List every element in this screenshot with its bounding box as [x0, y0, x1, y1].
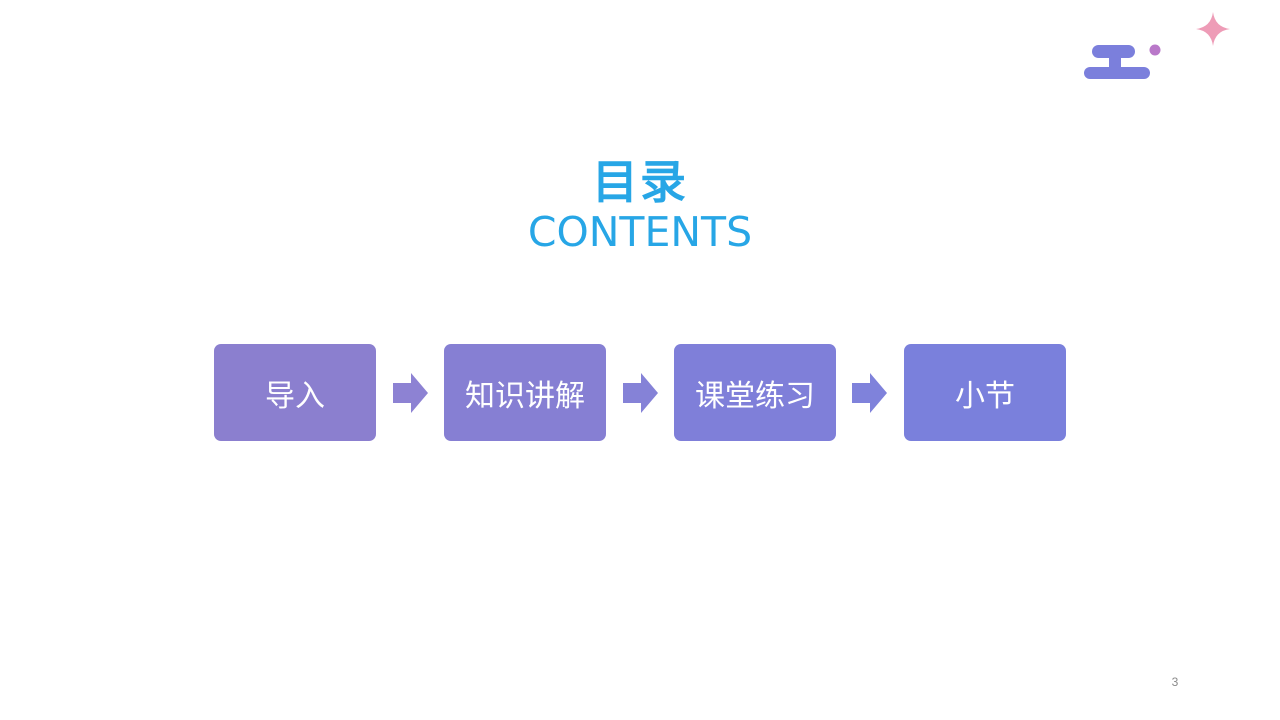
sparkle-star-icon: [1196, 12, 1230, 46]
arrow-right-icon: [623, 373, 658, 413]
step-label: 知识讲解: [465, 378, 585, 414]
page-number: 3: [1171, 675, 1179, 689]
step-intro[interactable]: 导入: [214, 344, 376, 441]
page-title: 目录: [592, 155, 688, 209]
contents-flow: 导入 知识讲解 课堂练习 小节: [214, 344, 1066, 441]
step-summary[interactable]: 小节: [904, 344, 1066, 441]
step-practice[interactable]: 课堂练习: [674, 344, 836, 441]
decorative-logo-icon: [1084, 44, 1161, 79]
step-knowledge[interactable]: 知识讲解: [444, 344, 606, 441]
title-block: 目录 CONTENTS: [0, 152, 1280, 256]
arrow-right-icon: [852, 373, 887, 413]
step-label: 小节: [955, 378, 1015, 414]
page-subtitle: CONTENTS: [527, 208, 753, 256]
step-label: 课堂练习: [695, 378, 815, 414]
arrow-right-icon: [393, 373, 428, 413]
step-label: 导入: [265, 378, 325, 414]
